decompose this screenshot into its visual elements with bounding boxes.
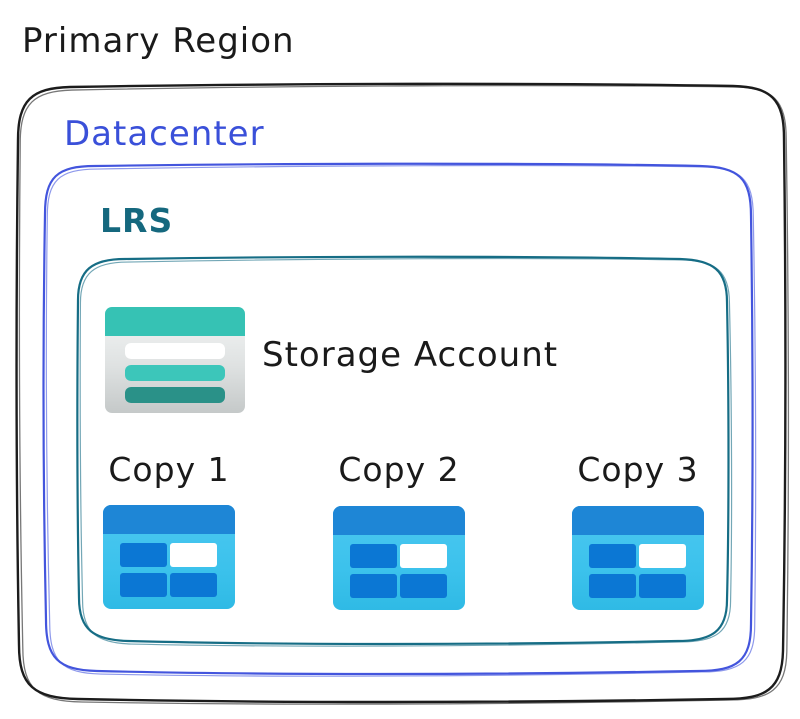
table-icon-cell <box>639 574 686 598</box>
primary-region-label: Primary Region <box>22 21 295 61</box>
storage-icon-teal-bar <box>125 365 225 381</box>
table-icon-cell <box>120 543 167 567</box>
storage-icon-dark-teal-bar <box>125 387 225 403</box>
table-icon-cell <box>350 574 397 598</box>
copy-2-table-icon <box>333 506 465 610</box>
lrs-border <box>76 255 733 647</box>
table-icon-cell-white <box>400 544 447 568</box>
table-icon-cell-white <box>639 544 686 568</box>
table-icon-cell <box>350 544 397 568</box>
datacenter-border <box>42 162 757 677</box>
copy-3-table-icon <box>572 506 704 610</box>
primary-region-border <box>15 82 790 705</box>
table-icon-header-bar <box>103 505 235 534</box>
copy-1-label: Copy 1 <box>108 450 230 489</box>
copy-3-label: Copy 3 <box>577 450 699 489</box>
lrs-label: LRS <box>100 201 174 240</box>
table-icon-cell <box>120 573 167 597</box>
table-icon-cell <box>589 544 636 568</box>
datacenter-label: Datacenter <box>64 114 265 154</box>
storage-account-icon <box>105 307 245 413</box>
table-icon-cell <box>589 574 636 598</box>
table-icon-header-bar <box>572 506 704 535</box>
storage-icon-white-bar <box>125 343 225 359</box>
table-icon-cell <box>400 574 447 598</box>
storage-icon-header-bar <box>105 307 245 336</box>
copy-2-label: Copy 2 <box>338 450 460 489</box>
table-icon-header-bar <box>333 506 465 535</box>
table-icon-cell-white <box>170 543 217 567</box>
copy-1-table-icon <box>103 505 235 609</box>
storage-account-label: Storage Account <box>262 335 559 375</box>
table-icon-cell <box>170 573 217 597</box>
